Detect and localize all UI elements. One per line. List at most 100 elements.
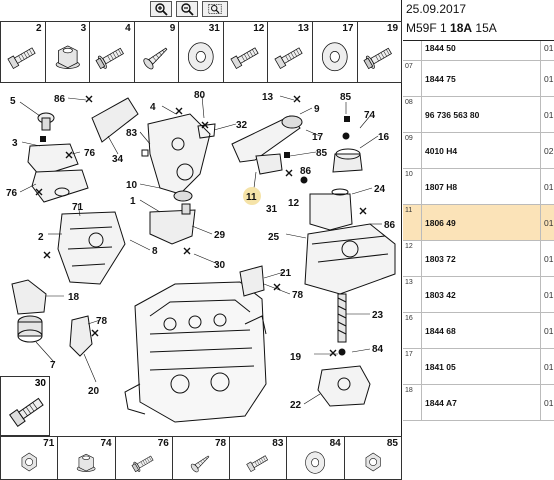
callout-84[interactable]: 84 — [372, 344, 384, 355]
callout-24[interactable]: 24 — [374, 184, 386, 195]
part-index: 18 — [403, 385, 422, 420]
callout-74[interactable]: 74 — [364, 110, 376, 121]
callout-31[interactable]: 31 — [266, 204, 278, 215]
callout-76-lower[interactable]: 76 — [6, 188, 18, 199]
bolt-icon — [246, 455, 269, 473]
callout-2[interactable]: 2 — [38, 232, 44, 243]
callout-25[interactable]: 25 — [268, 232, 280, 243]
hardware-thumbnail-78[interactable]: 78 — [171, 436, 230, 480]
bolt-icon — [274, 47, 304, 70]
callout-19[interactable]: 19 — [290, 352, 302, 363]
part-number[interactable]: 1844 50 — [425, 43, 456, 53]
washer-icon — [188, 42, 214, 72]
part-number[interactable]: 1803 42 — [425, 290, 456, 300]
callout-86[interactable]: 86 — [54, 94, 66, 105]
hardware-thumbnail-76[interactable]: 76 — [114, 436, 172, 480]
hardware-thumbnail-12[interactable]: 12 — [222, 21, 268, 83]
hardware-thumbnail-74[interactable]: 74 — [57, 436, 115, 480]
callout-11[interactable]: 11 — [246, 192, 257, 203]
callout-80[interactable]: 80 — [194, 90, 206, 101]
callout-29[interactable]: 29 — [214, 230, 226, 241]
hardware-thumbnail-30[interactable]: 30 — [0, 376, 50, 436]
callout-18[interactable]: 18 — [68, 292, 80, 303]
callout-30[interactable]: 30 — [214, 260, 226, 271]
hardware-thumbnail-13[interactable]: 13 — [267, 21, 312, 83]
part-quantity: 01 — [540, 41, 554, 60]
bolt-flange-icon — [95, 47, 125, 70]
hardware-thumbnail-85[interactable]: 85 — [343, 436, 402, 480]
callout-23[interactable]: 23 — [372, 310, 384, 321]
callout-5[interactable]: 5 — [10, 96, 16, 107]
hardware-thumbnail-17[interactable]: 17 — [311, 21, 357, 83]
hardware-thumbnail-83[interactable]: 83 — [229, 436, 287, 480]
engine-mount-exploded-view: 5 86 3 76 76 2 71 18 7 78 20 34 4 83 80 … — [6, 90, 396, 423]
callout-34[interactable]: 34 — [112, 154, 124, 165]
hardware-thumbnail-84[interactable]: 84 — [286, 436, 344, 480]
part-number[interactable]: 1807 H8 — [425, 182, 458, 192]
callout-4[interactable]: 4 — [150, 102, 156, 113]
callout-32[interactable]: 32 — [236, 120, 248, 131]
callout-21[interactable]: 21 — [280, 268, 292, 279]
part-number[interactable]: 1803 72 — [425, 254, 456, 264]
callout-7[interactable]: 7 — [50, 360, 56, 371]
callout-78[interactable]: 78 — [96, 316, 108, 327]
callout-10[interactable]: 10 — [126, 180, 138, 191]
hardware-thumbnail-2[interactable]: 2 — [0, 21, 45, 83]
callout-22[interactable]: 22 — [290, 400, 302, 411]
hardware-thumbnail-9[interactable]: 9 — [133, 21, 179, 83]
callout-13[interactable]: 13 — [262, 92, 274, 103]
leader-lines — [19, 95, 382, 405]
callout-11-highlight[interactable]: 11 — [243, 187, 261, 205]
thumbnail-number: 83 — [272, 438, 284, 449]
callout-16[interactable]: 16 — [378, 132, 390, 143]
thumbnail-number: 12 — [253, 23, 265, 34]
hardware-thumbnail-31[interactable]: 31 — [178, 21, 223, 83]
part-number[interactable]: 1844 A7 — [425, 398, 457, 408]
callout-71[interactable]: 71 — [72, 202, 84, 213]
thumbnail-number: 85 — [386, 438, 398, 449]
part-number[interactable]: 1841 05 — [425, 362, 456, 372]
zoom-fit-button[interactable] — [202, 1, 228, 17]
callout-83[interactable]: 83 — [126, 128, 138, 139]
callout-85-lower[interactable]: 85 — [316, 148, 328, 159]
hardware-thumbnail-4[interactable]: 4 — [89, 21, 134, 83]
callout-8[interactable]: 8 — [152, 246, 158, 257]
callout-86-right[interactable]: 86 — [300, 166, 312, 177]
callout-17[interactable]: 17 — [312, 132, 324, 143]
callout-12[interactable]: 12 — [288, 198, 300, 209]
callout-76[interactable]: 76 — [84, 148, 96, 159]
part-quantity: 01 — [540, 277, 554, 312]
part-number[interactable]: 4010 H4 — [425, 146, 458, 156]
part-number[interactable]: 1844 68 — [425, 326, 456, 336]
callout-20[interactable]: 20 — [88, 386, 100, 397]
callout-3[interactable]: 3 — [12, 138, 18, 149]
part-number[interactable]: 96 736 563 80 — [425, 110, 480, 120]
callout-85[interactable]: 85 — [340, 92, 352, 103]
hardware-thumbnail-3[interactable]: 3 — [44, 21, 90, 83]
hardware-thumbnail-19[interactable]: 19 — [356, 21, 403, 83]
callout-78-right[interactable]: 78 — [292, 290, 304, 301]
callout-1[interactable]: 1 — [130, 196, 136, 207]
zoom-out-button[interactable] — [176, 1, 198, 17]
part-row[interactable]: 1844 50 01 — [403, 41, 554, 61]
zoom-in-button[interactable] — [150, 1, 172, 17]
callout-9[interactable]: 9 — [314, 104, 320, 115]
hardware-thumbnail-71[interactable]: 71 — [0, 436, 58, 480]
zoom-toolbar — [150, 1, 228, 18]
part-number[interactable]: 1806 49 — [425, 218, 456, 228]
center-bracket-drawing — [91, 97, 216, 245]
part-index: 09 — [403, 133, 422, 168]
callout-86-lower[interactable]: 86 — [384, 220, 396, 231]
part-number[interactable]: 1844 75 — [425, 74, 456, 84]
